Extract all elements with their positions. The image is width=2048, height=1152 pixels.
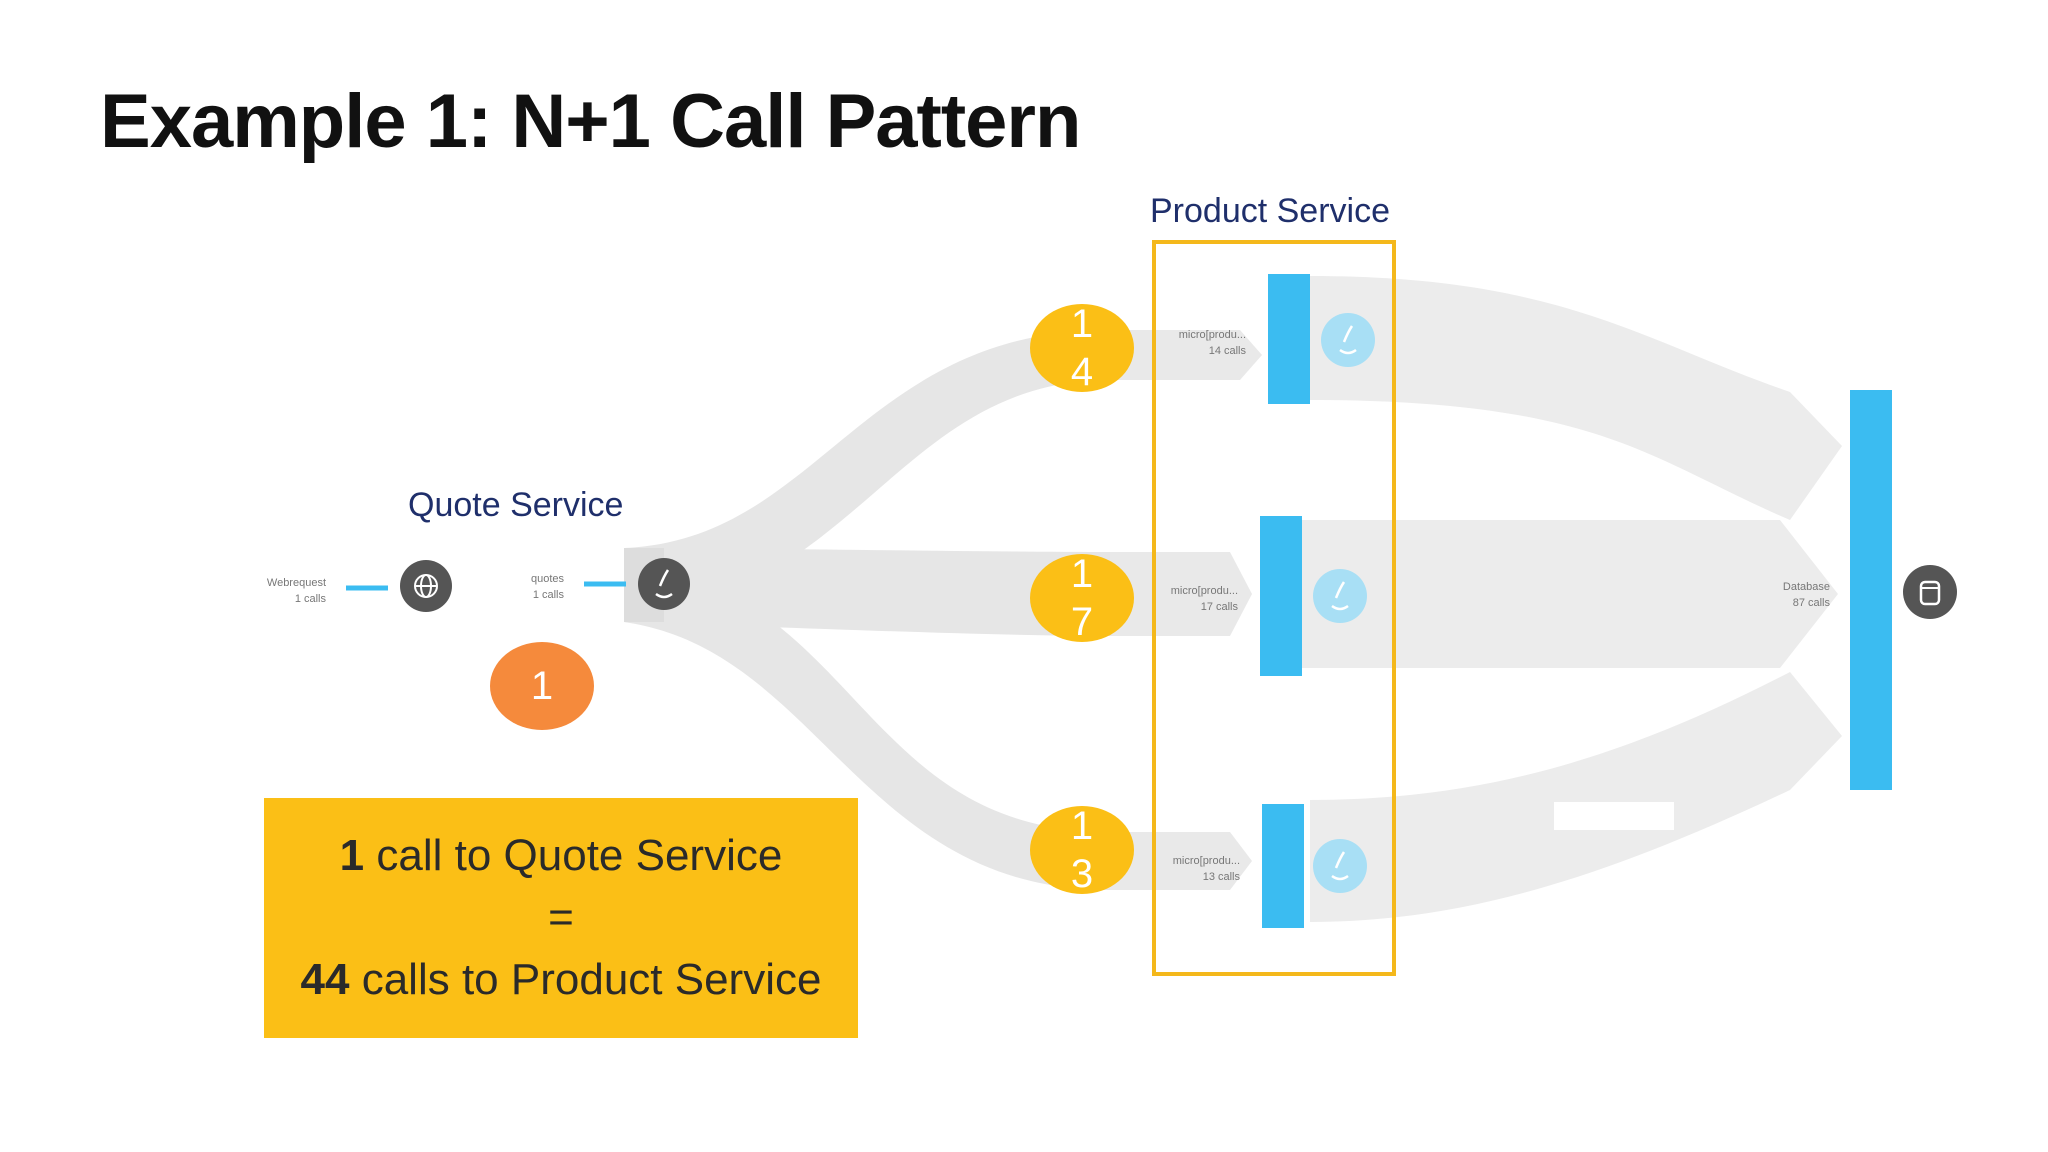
product-node-3-name: micro[produ... xyxy=(1173,855,1240,867)
product-arrow-2 xyxy=(1110,552,1252,636)
badge-digit: 1 xyxy=(1070,552,1094,596)
badge-digit: 1 xyxy=(1070,302,1094,346)
java-service-icon[interactable] xyxy=(638,558,690,610)
summary-quote-count: 1 xyxy=(339,831,365,880)
badge-digit: 1 xyxy=(1070,804,1094,848)
database-calls: 87 calls xyxy=(1793,597,1831,609)
summary-line-1-text: call to Quote Service xyxy=(364,831,783,880)
product-node-1-bar xyxy=(1268,274,1310,404)
summary-line-1: 1 call to Quote Service xyxy=(340,825,783,887)
blank-patch xyxy=(1554,802,1674,830)
database-label: Database xyxy=(1783,581,1830,593)
product-service-highlight xyxy=(1152,240,1396,976)
database-node[interactable]: Database 87 calls xyxy=(1783,390,1957,790)
java-service-icon xyxy=(1313,569,1367,623)
quote-service-label: Quote Service xyxy=(408,486,624,524)
product-node-2-bar xyxy=(1260,516,1302,676)
product-node-2[interactable]: micro[produ... 17 calls xyxy=(1171,516,1367,676)
flow-band-bottom xyxy=(624,560,1110,890)
product-node-1-name: micro[produ... xyxy=(1179,329,1246,341)
product-call-badge-3: 1 3 xyxy=(1030,804,1134,896)
product-node-3-calls: 13 calls xyxy=(1203,871,1241,883)
badge-digit: 7 xyxy=(1070,600,1094,644)
quote-call-badge: 1 xyxy=(490,642,594,730)
product-call-badge-1: 1 4 xyxy=(1030,302,1134,394)
db-flow-middle xyxy=(1300,520,1838,668)
summary-line-3-text: calls to Product Service xyxy=(349,955,822,1004)
database-icon xyxy=(1903,565,1957,619)
product-call-badge-2: 1 7 xyxy=(1030,552,1134,644)
summary-line-2: = xyxy=(548,893,574,942)
quote-call-count: 1 xyxy=(530,664,554,708)
quotes-label: quotes xyxy=(531,573,565,585)
summary-line-3: 44 calls to Product Service xyxy=(301,949,822,1011)
product-node-3[interactable]: micro[produ... 13 calls xyxy=(1173,804,1367,928)
product-node-2-calls: 17 calls xyxy=(1201,601,1239,613)
badge-digit: 3 xyxy=(1070,852,1094,896)
product-service-label: Product Service xyxy=(1150,192,1390,230)
product-node-3-bar xyxy=(1262,804,1304,928)
db-flow-bottom xyxy=(1310,672,1842,922)
product-node-1-calls: 14 calls xyxy=(1209,345,1247,357)
product-node-1[interactable]: micro[produ... 14 calls xyxy=(1179,274,1375,404)
page-title: Example 1: N+1 Call Pattern xyxy=(100,79,1081,164)
summary-box: 1 call to Quote Service = 44 calls to Pr… xyxy=(264,798,858,1038)
webrequest-label: Webrequest xyxy=(267,577,326,589)
db-flow-top xyxy=(1310,276,1842,520)
java-service-icon xyxy=(1321,313,1375,367)
flow-band-top xyxy=(624,330,1110,620)
product-arrow-1 xyxy=(1110,330,1262,380)
database-bar xyxy=(1850,390,1892,790)
summary-product-count: 44 xyxy=(300,955,350,1004)
quotes-calls: 1 calls xyxy=(533,589,565,601)
java-service-icon xyxy=(1313,839,1367,893)
product-arrow-3 xyxy=(1110,832,1252,890)
product-node-2-name: micro[produ... xyxy=(1171,585,1238,597)
badge-digit: 4 xyxy=(1070,350,1094,394)
webrequest-calls: 1 calls xyxy=(295,593,327,605)
